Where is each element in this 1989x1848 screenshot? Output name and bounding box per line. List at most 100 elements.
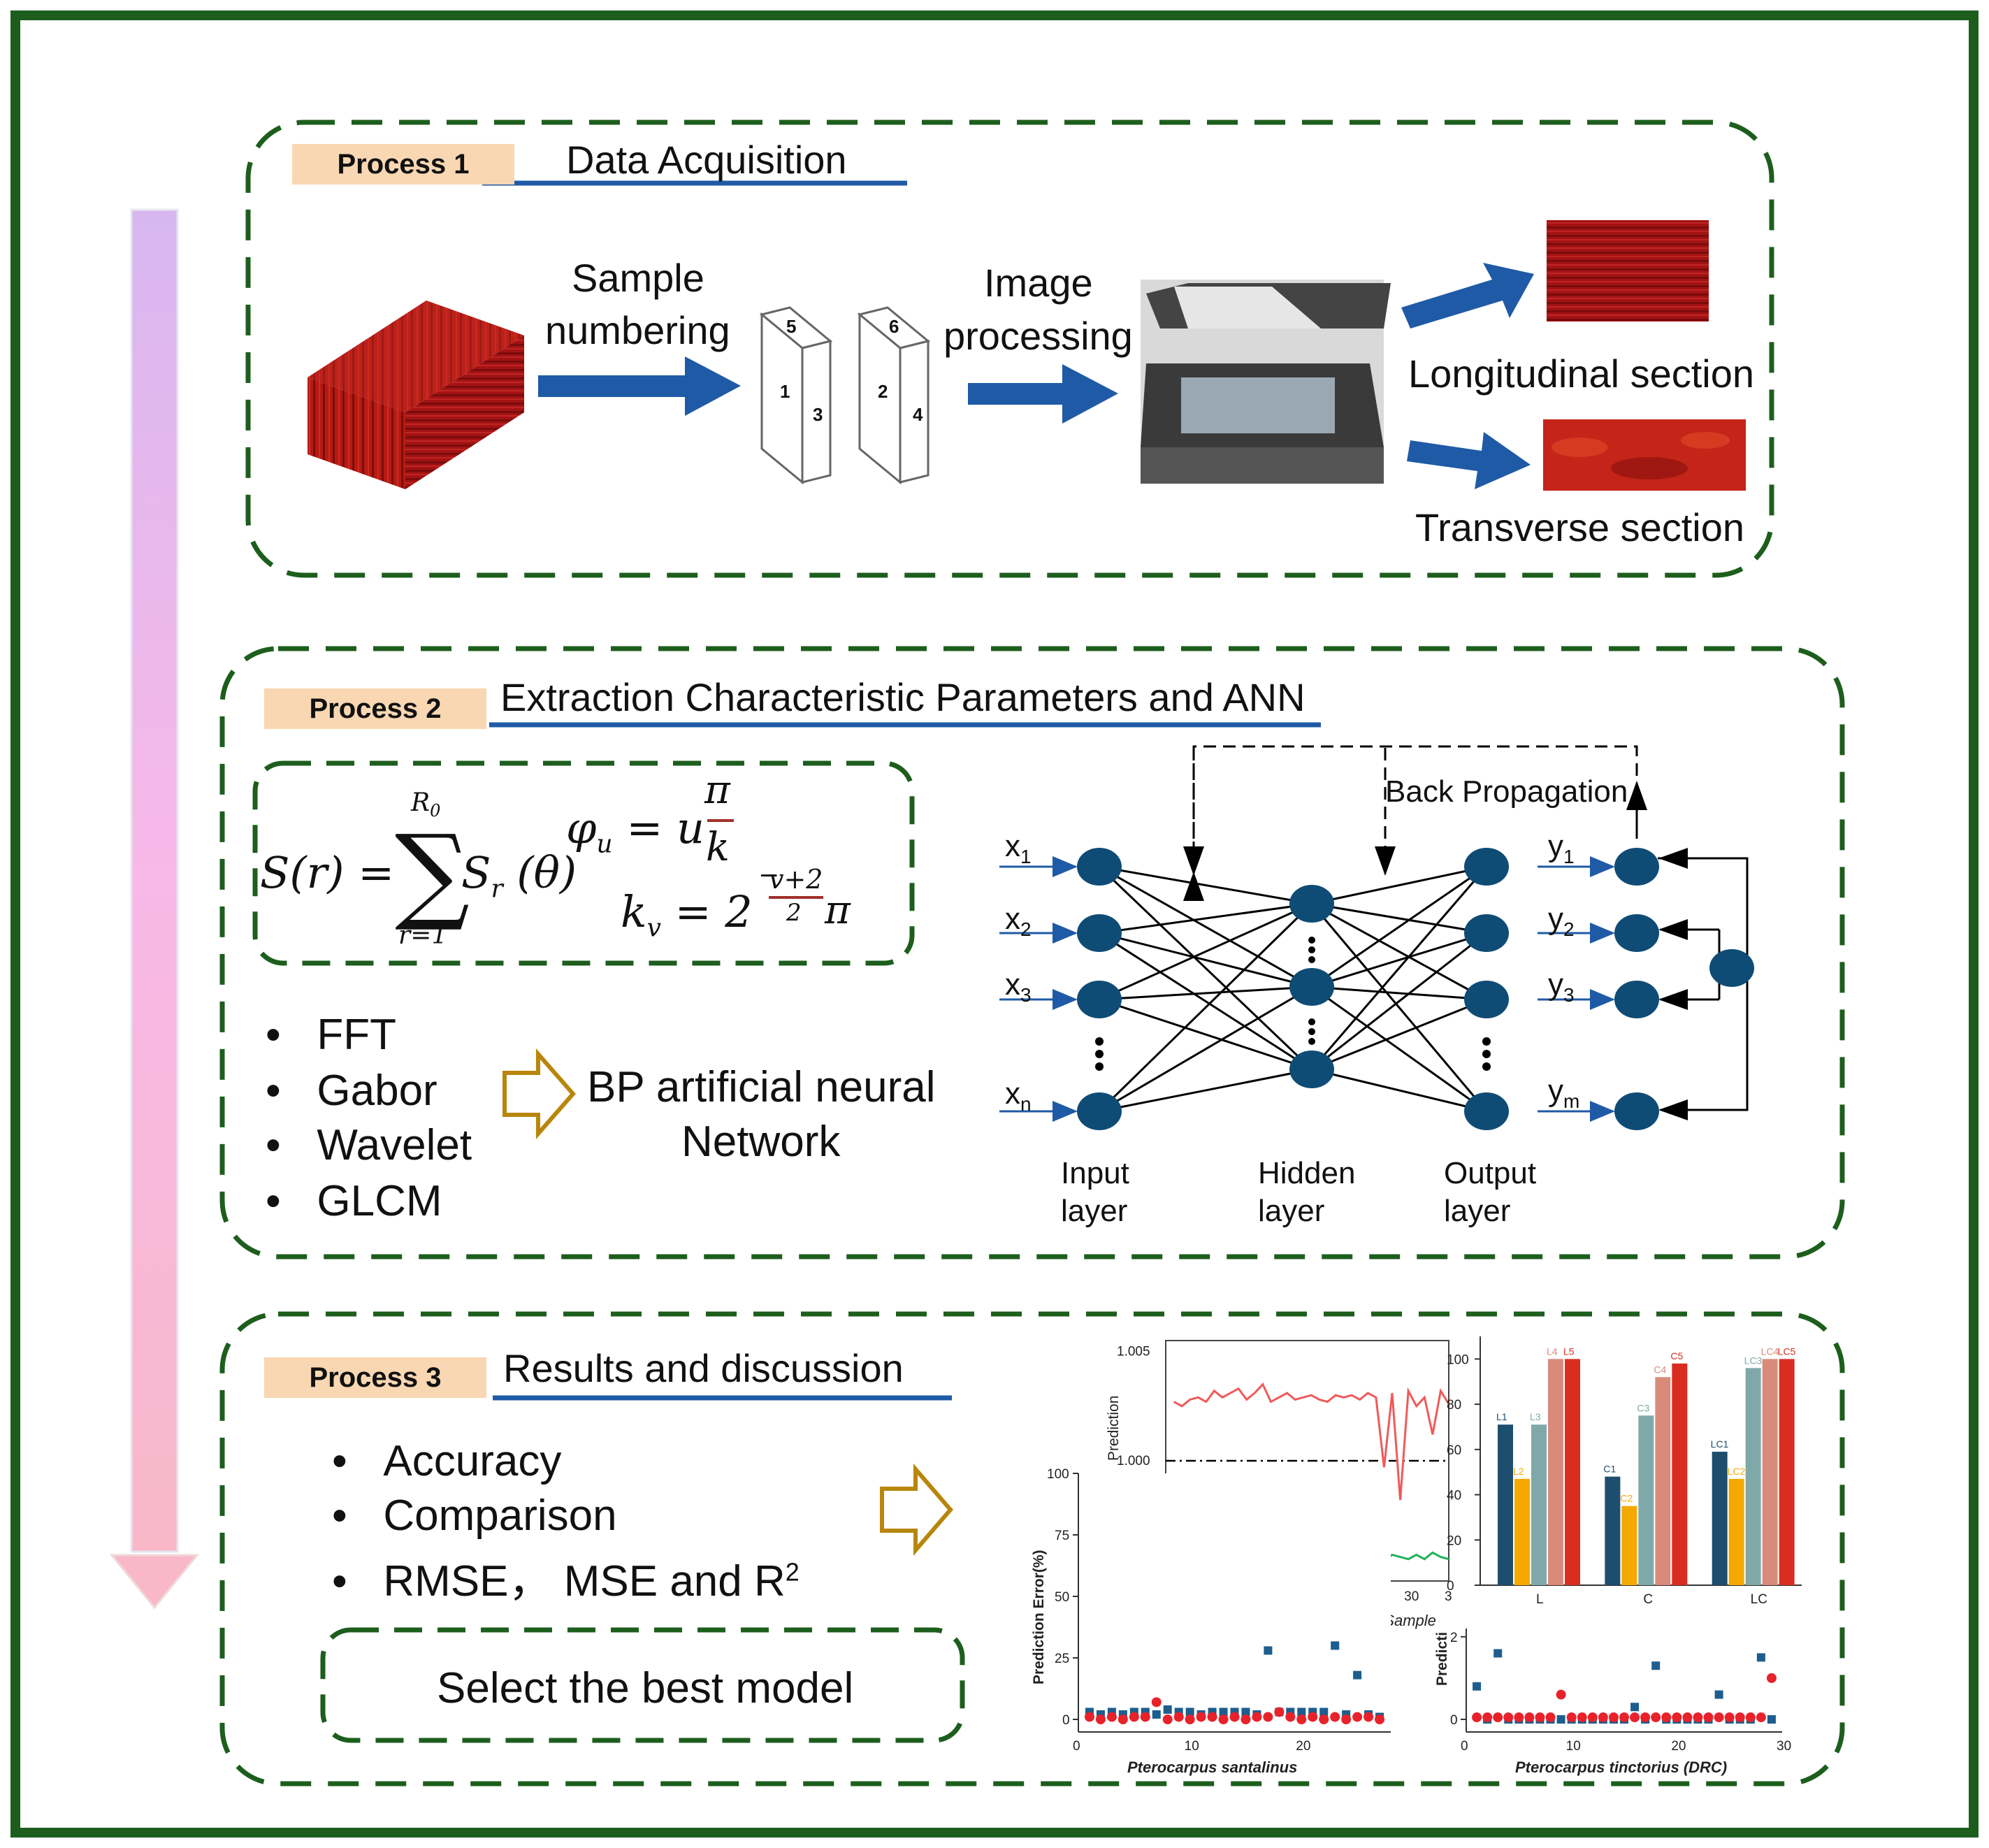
nn-ellipsis-dot — [1308, 1018, 1315, 1025]
chart4-circle-point — [1524, 1712, 1535, 1723]
chart4-square-point — [1556, 1715, 1565, 1724]
chart2-bar-label: C5 — [1670, 1350, 1683, 1362]
chart3-ytick: 100 — [1047, 1467, 1069, 1482]
nn-ellipsis-dot — [1482, 1050, 1491, 1058]
chart2-bar-C2 — [1621, 1506, 1637, 1585]
chart2-bar-label: L3 — [1530, 1411, 1541, 1422]
chart4-circle-point — [1472, 1712, 1482, 1723]
chart2-bar-label: L4 — [1547, 1345, 1558, 1357]
nn-output-node — [1464, 914, 1509, 952]
longitudinal-label: Longitudinal section — [1408, 352, 1755, 396]
chart1-ytick: 1.000 — [1117, 1454, 1150, 1468]
chart4-square-point — [1714, 1690, 1723, 1699]
chart2-ytick: 0 — [1447, 1579, 1454, 1594]
chart4-circle-point — [1587, 1712, 1598, 1723]
nn-y-node — [1614, 914, 1659, 952]
nn-edge-ho — [1311, 932, 1487, 1071]
best-model-label: Select the best model — [437, 1664, 854, 1712]
nn-edge-ih — [1099, 932, 1312, 1071]
formula-exponent: − — [758, 861, 780, 890]
nn-edge-ho — [1311, 865, 1487, 905]
formula-v2: v+2 — [769, 864, 823, 895]
formula-sigma: ∑ — [395, 813, 470, 934]
hidden-layer-label-2: layer — [1258, 1194, 1325, 1228]
sample-pieces-image — [759, 306, 931, 485]
nn-edge-ih — [1099, 932, 1312, 988]
output-layer-label-2: layer — [1444, 1194, 1511, 1228]
output-y2: y2 — [1548, 902, 1575, 940]
chart4-xtick: 0 — [1461, 1739, 1468, 1754]
nn-hidden-node — [1289, 1051, 1334, 1088]
chart1-xtick: 3 — [1445, 1589, 1452, 1604]
chart4-circle-point — [1630, 1712, 1640, 1723]
wood-block-image — [308, 301, 524, 489]
chart4-circle-point — [1608, 1712, 1619, 1723]
chart2-bar-LC5 — [1779, 1359, 1795, 1585]
chart4-circle-point — [1651, 1712, 1661, 1723]
neural-network — [999, 745, 1754, 1130]
chart3-circle-point — [1185, 1715, 1195, 1724]
image-processing-line1: Image — [984, 261, 1093, 305]
chart3-ylabel: Prediction Error(%) — [1031, 1550, 1047, 1684]
chart3-square-point — [1353, 1670, 1362, 1680]
nn-edge-ih — [1099, 998, 1312, 1071]
chart3-circle-point — [1308, 1712, 1318, 1722]
chart3-circle-point — [1140, 1712, 1150, 1722]
nn-edge-ho — [1311, 986, 1487, 1113]
chart3-xtick: 0 — [1073, 1739, 1080, 1754]
chart3-circle-point — [1341, 1715, 1352, 1724]
hollow-arrow-2 — [502, 1048, 576, 1139]
chart4-square-point — [1630, 1703, 1640, 1712]
chart4-circle-point — [1682, 1712, 1693, 1723]
process1-box — [245, 120, 1774, 578]
formula-pi: π — [704, 767, 730, 813]
chart2-bar-C1 — [1605, 1476, 1621, 1585]
chart2-bar-LC2 — [1728, 1478, 1744, 1585]
nn-edge-ih — [1098, 902, 1313, 1113]
nn-edge-ho — [1311, 1068, 1487, 1113]
chart4-circle-point — [1566, 1712, 1577, 1723]
chart2-bar-label: LC5 — [1778, 1345, 1796, 1357]
chart2-bar-C4 — [1655, 1377, 1671, 1585]
chart3-square-point — [1185, 1708, 1194, 1717]
chart2-bar-C5 — [1672, 1363, 1688, 1585]
chart3-circle-point — [1241, 1715, 1251, 1724]
chart2-bar-L3 — [1531, 1424, 1547, 1585]
nn-ellipsis-dot — [1308, 1028, 1315, 1035]
chart3-square-point — [1264, 1646, 1273, 1655]
chart4-circle-point — [1724, 1712, 1735, 1723]
chart2-bar-label: L1 — [1496, 1411, 1507, 1422]
chart3-circle-point — [1375, 1715, 1385, 1724]
sample-numbering-line1: Sample — [572, 256, 704, 300]
nn-edge-ih — [1099, 1068, 1312, 1113]
piece-label-3: 3 — [813, 404, 823, 425]
nn-hidden-node — [1289, 885, 1334, 923]
chart3-circle-point — [1095, 1715, 1106, 1724]
nn-edge-ho — [1311, 932, 1487, 988]
nn-edge-ih — [1099, 865, 1312, 905]
nn-y-node — [1614, 981, 1659, 1018]
chart2-bar-label: C3 — [1637, 1402, 1649, 1413]
chart2-ytick: 20 — [1447, 1533, 1461, 1548]
nn-ellipsis-dot — [1308, 937, 1315, 944]
flow-arrow-head — [109, 1554, 200, 1610]
chart2-bar-label: LC1 — [1711, 1438, 1729, 1450]
formula-upper-limit: R0 — [411, 788, 441, 821]
chart2-bar-L2 — [1514, 1478, 1530, 1585]
chart2-bar-label: L2 — [1513, 1466, 1524, 1477]
outer-frame — [10, 10, 1979, 1838]
transverse-label: Transverse section — [1415, 505, 1744, 549]
nn-edge-ih — [1099, 865, 1312, 988]
chart3-circle-point — [1207, 1712, 1217, 1722]
chart3-circle-point — [1084, 1712, 1094, 1722]
bullet-glcm: • GLCM — [266, 1177, 442, 1225]
nn-input-node — [1077, 981, 1122, 1018]
input-x1: x1 — [1005, 829, 1032, 867]
chart2-bar-L1 — [1498, 1424, 1513, 1585]
formula-k: k — [706, 825, 730, 870]
chart2-bar-LC1 — [1712, 1452, 1728, 1585]
piece-label-2: 2 — [878, 381, 888, 402]
bp-line1: BP artificial neural — [587, 1063, 936, 1111]
input-layer-label-2: layer — [1061, 1194, 1128, 1228]
